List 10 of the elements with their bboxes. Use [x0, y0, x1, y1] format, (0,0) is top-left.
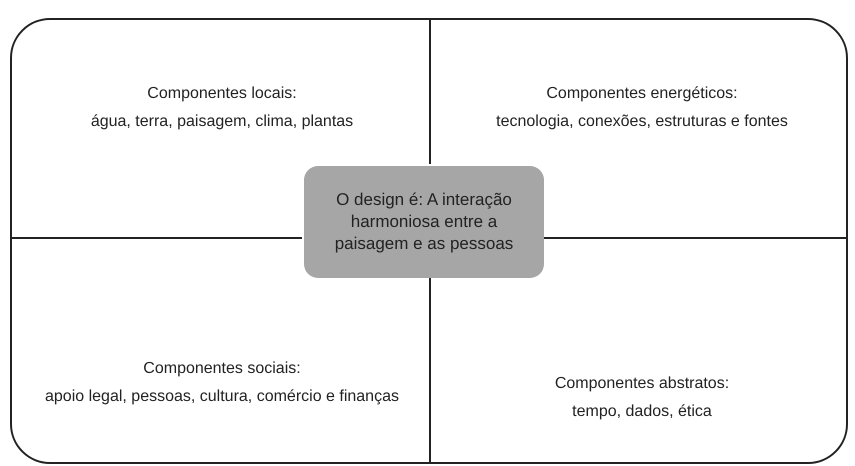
quadrant-text: tempo, dados, ética — [571, 402, 713, 422]
quadrant-text: água, terra, paisagem, clima, plantas — [90, 112, 354, 132]
center-box: O design é: A interação harmoniosa entre a paisagem e as pessoas — [304, 166, 544, 278]
quadrant-heading: Componentes abstratos: — [554, 374, 730, 394]
quadrant-heading: Componentes sociais: — [142, 359, 302, 379]
outer-frame — [10, 18, 848, 464]
quadrant-heading: Componentes energéticos: — [545, 84, 739, 104]
quadrant-text: tecnologia, conexões, estruturas e fontes — [495, 112, 789, 132]
quadrant-text: apoio legal, pessoas, cultura, comércio e finanças — [44, 387, 400, 407]
quadrant-heading: Componentes locais: — [146, 84, 298, 104]
